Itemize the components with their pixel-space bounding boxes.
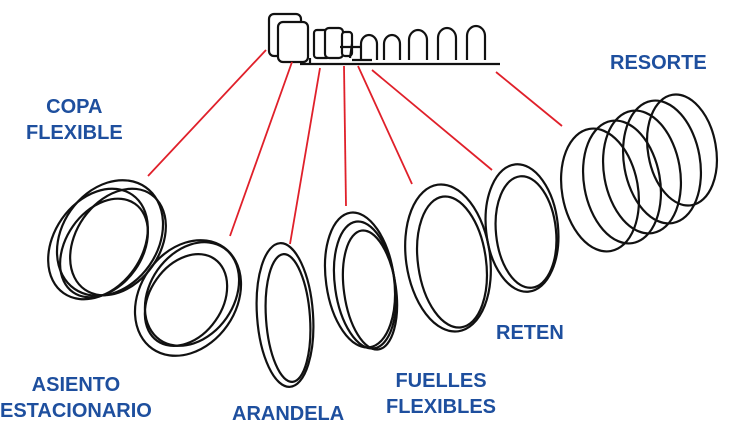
label-asiento-estacionario: ASIENTO ESTACIONARIO [0, 372, 152, 424]
leader-line-arandela [289, 67, 321, 245]
arandela-part [255, 242, 315, 388]
leader-line-asiento [229, 61, 293, 237]
label-asiento-line2: ESTACIONARIO [0, 400, 152, 422]
leader-line-fuelles-b [357, 65, 413, 185]
leader-line-reten [371, 69, 493, 171]
label-copa-flexible: COPA FLEXIBLE [26, 94, 123, 146]
label-fuelles-line2: FLEXIBLES [386, 396, 497, 418]
label-copa-flexible-line2: FLEXIBLE [26, 122, 123, 144]
label-copa-flexible-line1: COPA [46, 96, 103, 118]
label-fuelles-line1: FUELLES [395, 370, 487, 392]
leader-line-resorte [495, 71, 563, 127]
resorte-part [559, 93, 718, 253]
label-resorte: RESORTE [610, 52, 707, 74]
leader-lines [147, 49, 563, 245]
copa-flexible-part [47, 179, 167, 301]
asiento-estacionario-part [133, 239, 243, 357]
fuelles-flexibles-part [323, 183, 492, 351]
label-fuelles-flexibles: FUELLES FLEXIBLES [386, 368, 496, 420]
assembled-seal-icon [267, 12, 500, 66]
leader-line-fuelles-a [343, 65, 347, 207]
leader-line-copa [147, 49, 267, 177]
reten-part [484, 163, 560, 293]
label-asiento-line1: ASIENTO [31, 374, 121, 396]
label-arandela: ARANDELA [232, 403, 345, 425]
label-reten: RETEN [496, 322, 564, 344]
